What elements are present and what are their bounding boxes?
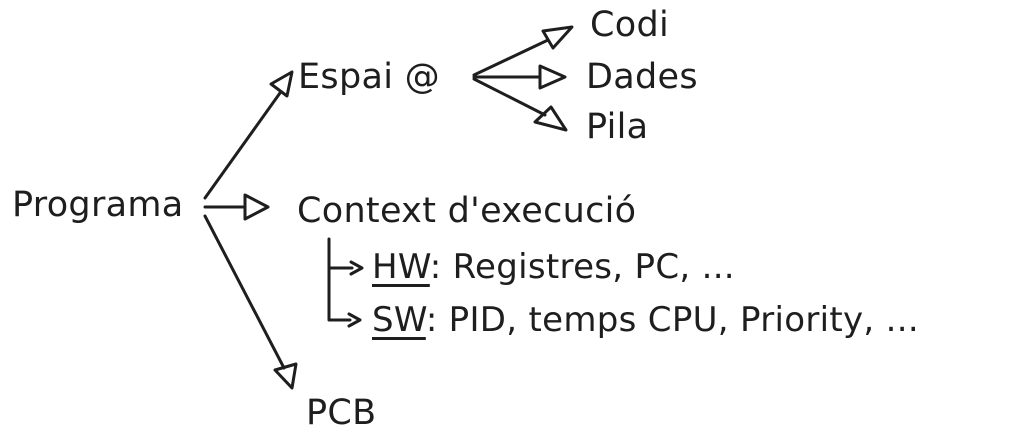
arrowhead-context xyxy=(243,193,270,221)
node-dades: Dades xyxy=(586,57,698,97)
hw-tag: HW xyxy=(372,247,430,287)
arrowhead-dades xyxy=(538,64,567,90)
arrowhead-sw xyxy=(347,312,362,328)
node-context: Context d'execució xyxy=(297,191,637,231)
context-item-sw: SW: PID, temps CPU, Priority, ... xyxy=(372,303,919,337)
context-item-hw: HW: Registres, PC, ... xyxy=(372,250,735,284)
edge-espai-codi xyxy=(472,38,550,77)
arrowhead-pila xyxy=(533,105,568,132)
edge-espai-pila xyxy=(472,77,547,117)
sw-tag: SW xyxy=(372,300,426,340)
hw-text: : Registres, PC, ... xyxy=(429,247,735,287)
arrowhead-espai xyxy=(269,70,294,98)
edge-programa-pcb xyxy=(203,214,286,370)
node-programa: Programa xyxy=(12,185,184,225)
sw-text: : PID, temps CPU, Priority, ... xyxy=(425,300,919,340)
arrowhead-hw xyxy=(349,260,364,276)
arrowhead-codi xyxy=(541,25,574,50)
edge-programa-espai xyxy=(203,91,282,200)
node-espai: Espai @ xyxy=(298,57,440,97)
arrowhead-pcb xyxy=(273,362,298,390)
node-codi: Codi xyxy=(590,5,669,45)
node-pcb: PCB xyxy=(306,393,377,433)
context-bracket xyxy=(327,237,352,322)
node-pila: Pila xyxy=(586,107,649,147)
